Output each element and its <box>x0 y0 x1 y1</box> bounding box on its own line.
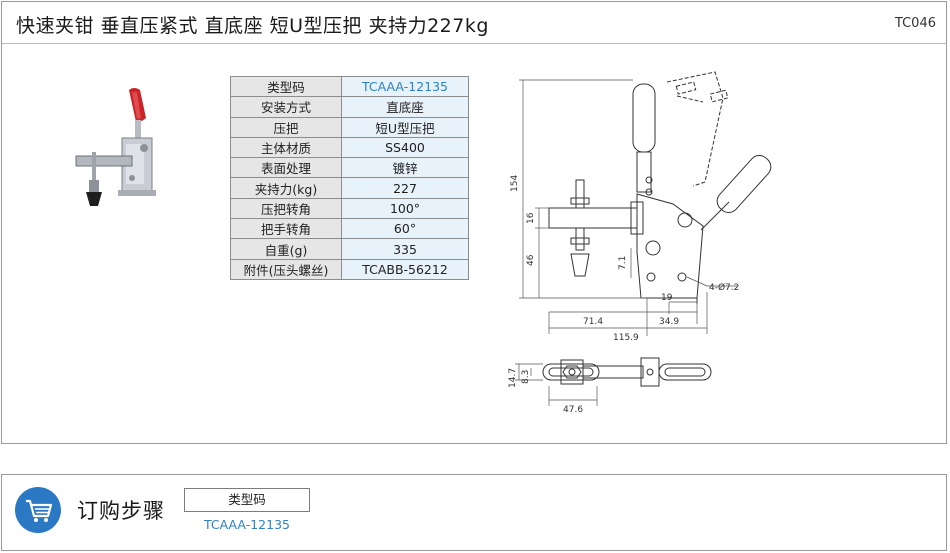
dim-8-3: 8.3 <box>521 370 531 384</box>
dim-14-7: 14.7 <box>508 368 518 388</box>
spec-row: 表面处理镀锌 <box>230 157 469 179</box>
spec-value: 60° <box>341 218 469 240</box>
dim-46: 46 <box>526 254 536 266</box>
spec-value: SS400 <box>341 136 469 159</box>
product-photo <box>75 88 156 206</box>
type-code-value[interactable]: TCAAA-12135 <box>204 517 290 532</box>
spec-key: 把手转角 <box>230 218 342 240</box>
spec-row: 夹持力(kg)227 <box>230 177 469 199</box>
dim-19: 19 <box>661 293 673 303</box>
dim-7-1: 7.1 <box>618 256 628 270</box>
spec-key: 安装方式 <box>230 96 342 118</box>
spec-value: 短U型压把 <box>341 116 469 138</box>
spec-value: 335 <box>341 238 469 260</box>
dim-16: 16 <box>526 212 536 224</box>
spec-key: 附件(压头螺丝) <box>230 258 342 280</box>
type-code-selector[interactable]: 类型码 <box>184 488 310 512</box>
spec-row: 附件(压头螺丝)TCABB-56212 <box>230 258 469 280</box>
dim-115-9: 115.9 <box>613 333 639 343</box>
dim-hole: 4-Ø7.2 <box>709 282 739 293</box>
dim-154: 154 <box>510 175 520 192</box>
spec-key: 表面处理 <box>230 157 342 179</box>
dim-34-9: 34.9 <box>659 317 679 327</box>
order-steps-label: 订购步骤 <box>77 499 165 523</box>
dim-71-4: 71.4 <box>583 317 603 327</box>
technical-drawing: 154 16 46 7.1 19 34.9 71.4 115.9 4-Ø7.2 … <box>508 71 772 415</box>
order-panel: 订购步骤 类型码 TCAAA-12135 <box>1 474 947 551</box>
spec-row: 安装方式直底座 <box>230 96 469 118</box>
spec-key: 自重(g) <box>230 238 342 260</box>
title-bar: 快速夹钳 垂直压紧式 直底座 短U型压把 夹持力227kg TC046 <box>2 2 946 44</box>
spec-value: 直底座 <box>341 96 469 118</box>
page-title: 快速夹钳 垂直压紧式 直底座 短U型压把 夹持力227kg <box>16 15 489 37</box>
spec-value: 227 <box>341 177 469 199</box>
spec-value[interactable]: TCAAA-12135 <box>341 75 469 98</box>
spec-row: 自重(g)335 <box>230 238 469 260</box>
spec-row: 压把短U型压把 <box>230 116 469 138</box>
spec-key: 压把 <box>230 116 342 138</box>
spec-value: 100° <box>341 197 469 220</box>
spec-value: 镀锌 <box>341 157 469 179</box>
spec-key: 压把转角 <box>230 197 342 220</box>
spec-value: TCABB-56212 <box>341 258 469 280</box>
spec-key: 类型码 <box>230 75 342 98</box>
product-code: TC046 <box>894 16 936 31</box>
shopping-cart-icon <box>15 487 61 533</box>
spec-key: 夹持力(kg) <box>230 177 342 199</box>
spec-key: 主体材质 <box>230 136 342 159</box>
dim-47-6: 47.6 <box>563 405 583 415</box>
